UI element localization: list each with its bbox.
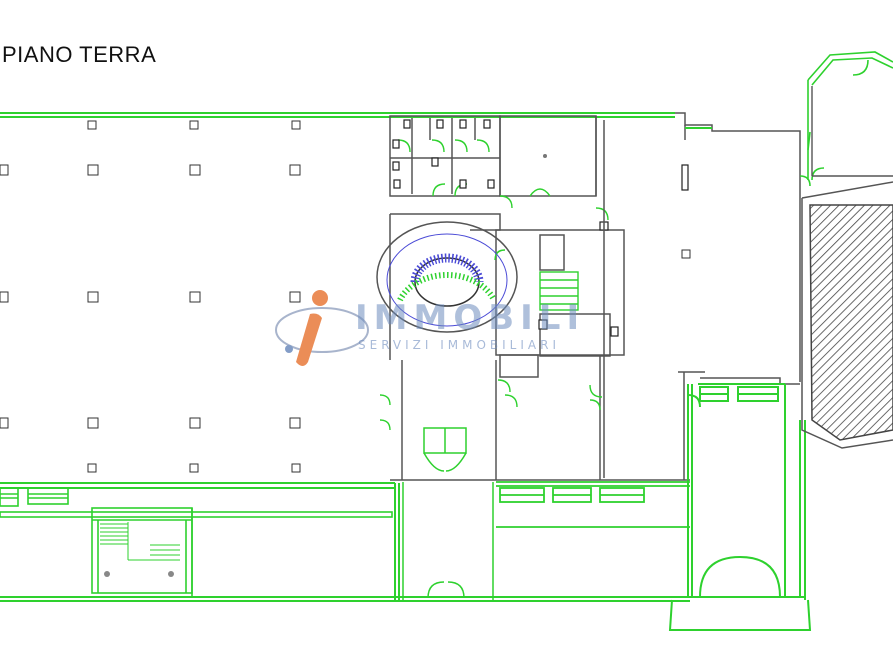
stair-tower — [799, 51, 893, 187]
core-green — [379, 139, 609, 431]
watermark-logo — [275, 290, 369, 366]
bottom-strip — [0, 487, 393, 597]
plan-title: PIANO TERRA — [2, 42, 157, 67]
bottom-right-strip — [496, 481, 690, 528]
stair-bottom-left — [100, 522, 180, 561]
right-wing-green — [668, 127, 812, 631]
watermark-brand: IMMOBILI — [355, 298, 586, 338]
hatched-border — [801, 181, 893, 449]
core-drain — [543, 154, 547, 158]
stair-symbols — [104, 571, 174, 577]
right-wing — [603, 112, 801, 480]
watermark: IMMOBILI SERVIZI IMMOBILIARI — [285, 288, 615, 378]
hatched-area — [809, 204, 893, 441]
core-walls — [389, 115, 690, 481]
watermark-tagline: SERVIZI IMMOBILIARI — [358, 338, 560, 352]
entrance-corridor — [402, 427, 494, 600]
stair-tower-walls — [811, 86, 893, 177]
spiral-stair — [376, 221, 518, 333]
columns — [0, 120, 691, 473]
